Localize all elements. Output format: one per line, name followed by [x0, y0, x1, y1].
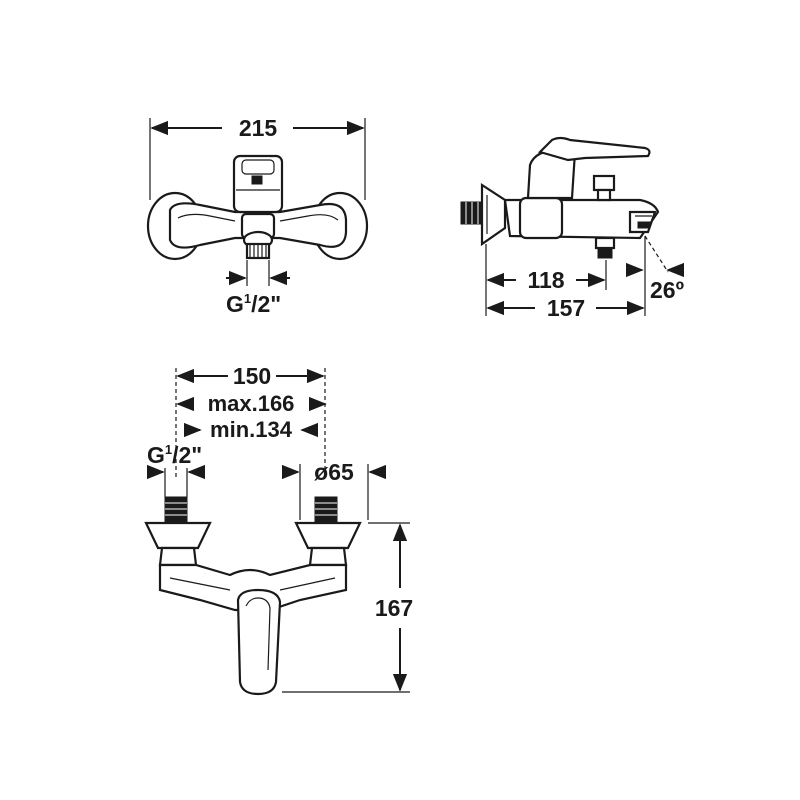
length-118-label: 118 — [527, 267, 564, 293]
centres-min-label: min.134 — [210, 417, 293, 442]
height-167-label: 167 — [375, 595, 413, 621]
flange-diameter-label: ø65 — [314, 459, 354, 485]
centres-max-label: max.166 — [208, 391, 295, 416]
centres-150-label: 150 — [233, 363, 271, 389]
top-inlet-thread-label: G1/2" — [226, 291, 281, 317]
length-157-label: 157 — [547, 295, 585, 321]
angle-26-label: 26º — [650, 277, 684, 303]
side-view: 118 157 26º — [460, 136, 685, 321]
front-inlet-thread-label: G1/2" — [147, 442, 202, 468]
width-215-label: 215 — [239, 115, 278, 141]
top-view: 215 G1/2" — [146, 115, 369, 317]
front-view: 150 max.166 min.134 G1/2" ø65 — [144, 363, 413, 696]
